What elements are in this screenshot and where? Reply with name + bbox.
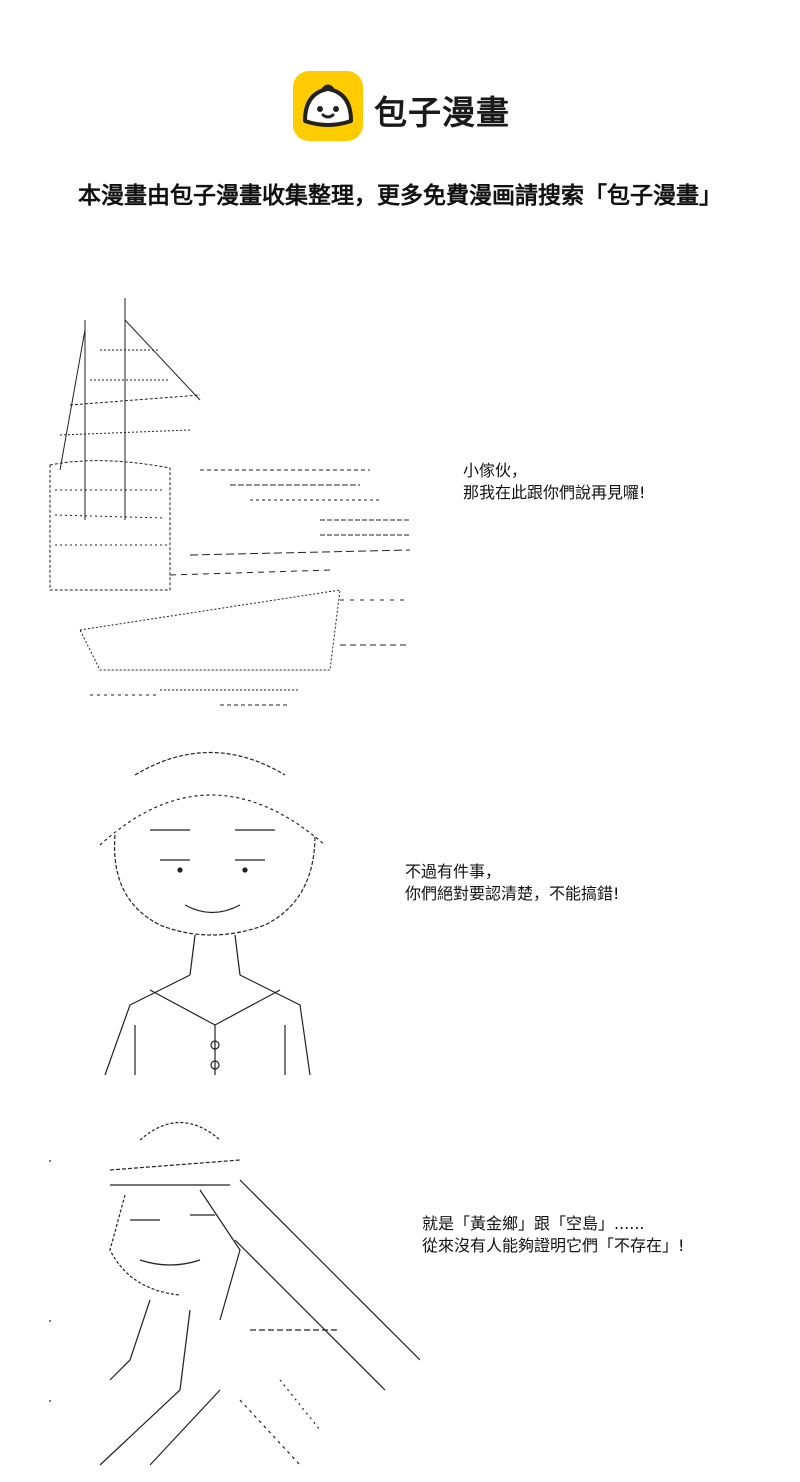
source-notice: 本漫畫由包子漫畫收集整理，更多免費漫画請搜索「包子漫畫」 <box>78 183 722 209</box>
dialogue-2: 不過有件事， 你們絕對要認清楚，不能搞錯! <box>405 861 619 905</box>
boy-with-hat-ascii-art <box>99 752 326 1076</box>
dialogue-3: 就是「黃金鄉」跟「空島」...... 從來沒有人能夠證明它們「不存在」! <box>422 1213 684 1257</box>
dialogue-1: 小傢伙， 那我在此跟你們說再見囉! <box>463 460 645 504</box>
pointing-character-ascii-art <box>49 1121 420 1466</box>
panel-pointing <box>40 1100 420 1470</box>
ship-harbor-ascii-art <box>49 298 411 706</box>
dialogue-line: 從來沒有人能夠證明它們「不存在」! <box>422 1236 685 1255</box>
steamed-bun-icon[interactable] <box>293 71 363 141</box>
dialogue-line: 就是「黃金鄉」跟「空島」...... <box>422 1214 645 1233</box>
panel-ship <box>40 290 420 720</box>
brand-name[interactable]: 包子漫畫 <box>374 93 510 132</box>
dialogue-line: 那我在此跟你們說再見囉! <box>463 483 646 502</box>
dialogue-line: 小傢伙， <box>463 461 528 480</box>
dialogue-line: 不過有件事， <box>405 862 502 881</box>
panel-boy <box>40 735 420 1080</box>
dialogue-line: 你們絕對要認清楚，不能搞錯! <box>405 884 620 903</box>
site-header: 包子漫畫 <box>0 68 800 144</box>
